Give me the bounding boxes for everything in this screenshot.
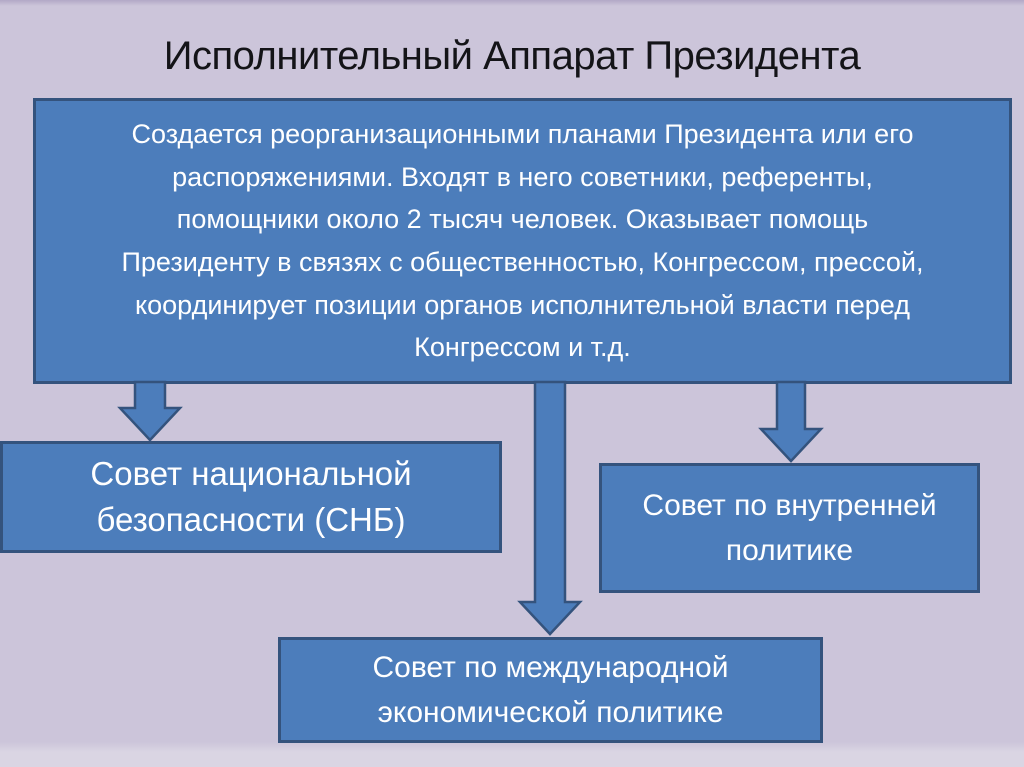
- down-arrow-right-shape: [761, 382, 821, 461]
- international-economic-policy-council-box: Совет по международной экономической пол…: [278, 637, 823, 743]
- domestic-policy-council-label: Совет по внутренней политике: [642, 489, 937, 567]
- down-arrow-left-icon: [117, 380, 183, 442]
- down-arrow-left-outline: [117, 380, 183, 442]
- international-economic-policy-council-label: Совет по международной экономической пол…: [372, 651, 729, 729]
- down-arrow-left-shape: [120, 382, 180, 440]
- national-security-council-box: Совет национальной безопасности (СНБ): [0, 441, 502, 553]
- down-arrow-center-shape: [520, 382, 580, 634]
- slide-title: Исполнительный Аппарат Президента: [163, 34, 861, 78]
- down-arrow-center-icon: [517, 380, 583, 636]
- national-security-council-label: Совет национальной безопасности (СНБ): [90, 455, 412, 538]
- executive-office-description-box: Создается реорганизационными планами Пре…: [33, 98, 1012, 384]
- executive-office-description-text: Создается реорганизационными планами Пре…: [121, 119, 924, 363]
- down-arrow-right-outline: [758, 380, 824, 463]
- down-arrow-center-outline: [517, 380, 583, 636]
- domestic-policy-council-box: Совет по внутренней политике: [599, 463, 980, 593]
- down-arrow-right-icon: [758, 380, 824, 463]
